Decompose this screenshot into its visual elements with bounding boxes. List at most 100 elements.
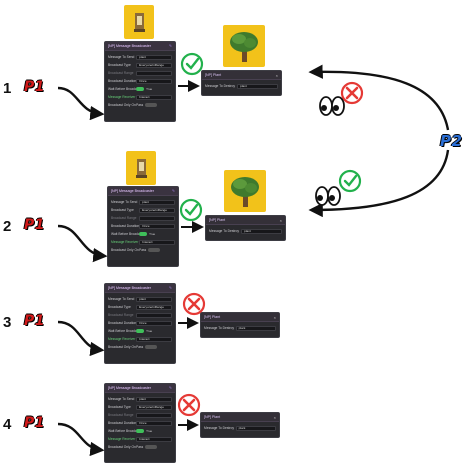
field-label: Broadcast Only On (108, 345, 136, 349)
eyes-icon (315, 186, 341, 206)
step-number-2: 2 (3, 218, 12, 235)
broadcast-range-field[interactable] (136, 312, 172, 318)
field-label: Message Receiver (108, 437, 136, 441)
script-icon[interactable]: ✎ (168, 386, 172, 390)
script-icon[interactable]: ✎ (168, 44, 172, 48)
broadcast-duration-field[interactable]: Once (139, 223, 175, 229)
close-icon[interactable]: × (275, 72, 278, 78)
wait-toggle[interactable] (136, 87, 145, 91)
panel-title: [NP] Plant (209, 218, 226, 222)
panel-header: [NP] Plant× (202, 71, 281, 80)
field-label: Message To Send (111, 200, 138, 204)
destroy-message-field[interactable]: plant (241, 228, 282, 234)
message-field[interactable]: plant (136, 296, 172, 302)
script-icon[interactable]: ✎ (168, 286, 172, 290)
destroy-message-field[interactable]: plant (235, 425, 276, 431)
field-label: Message To Destroy (209, 229, 239, 233)
arrow (57, 86, 105, 121)
field-label: Wait Before Broadcast (108, 87, 137, 91)
broadcast-range-field[interactable] (139, 215, 175, 221)
cross-icon (177, 393, 201, 417)
broadcaster-object-thumbnail (124, 5, 154, 39)
broadcast-range-field[interactable] (136, 70, 172, 76)
message-field[interactable]: plant (136, 396, 172, 402)
player-tag-p1: P1 (24, 79, 46, 95)
toggle-value: True (146, 329, 153, 333)
field-label: Message Receiver (108, 337, 136, 341)
pass-pill[interactable] (145, 445, 158, 449)
field-label: Broadcast Duration (108, 321, 137, 325)
plant-object-thumbnail (223, 25, 265, 67)
wait-toggle[interactable] (136, 429, 145, 433)
panel-header: [NP] Message Broadcaster✎ (105, 384, 175, 393)
field-label: Broadcast Only On (111, 248, 139, 252)
field-label: Broadcast Range (108, 413, 134, 417)
pass-value: Pass (136, 345, 144, 349)
pass-pill[interactable] (145, 345, 158, 349)
pass-value: Pass (139, 248, 147, 252)
field-label: Message To Send (108, 297, 135, 301)
field-label: Broadcast Type (108, 305, 131, 309)
message-field[interactable]: plant (136, 54, 172, 60)
field-label: Message To Destroy (204, 326, 234, 330)
destroy-message-field[interactable]: plant (237, 83, 278, 89)
wait-toggle[interactable] (139, 232, 148, 236)
pass-pill[interactable] (148, 248, 161, 252)
field-label: Broadcast Only On (108, 445, 136, 449)
field-label: Broadcast Range (108, 71, 134, 75)
broadcaster-panel: [NP] Message Broadcaster✎ Message To Sen… (104, 41, 176, 122)
close-icon[interactable]: × (273, 414, 276, 420)
broadcast-duration-field[interactable]: Once (136, 420, 172, 426)
field-label: Broadcast Duration (108, 79, 137, 83)
destroy-message-field[interactable]: plant (235, 325, 276, 331)
message-receiver-field[interactable]: Interact (136, 336, 172, 342)
broadcast-range-field[interactable] (136, 412, 172, 418)
message-field[interactable]: plant (139, 199, 175, 205)
panel-title: [NP] Plant (204, 415, 221, 419)
broadcast-type-field[interactable]: EveryoneInRange (136, 404, 172, 410)
player-tag-p1: P1 (24, 217, 46, 233)
broadcaster-object-thumbnail (126, 151, 156, 185)
broadcaster-panel: [NP] Message Broadcaster✎ Message To Sen… (107, 186, 179, 267)
cross-icon (182, 292, 206, 316)
field-label: Broadcast Range (111, 216, 137, 220)
field-label: Wait Before Broadcast (111, 232, 140, 236)
message-receiver-field[interactable]: Interact (136, 94, 172, 100)
field-label: Broadcast Range (108, 313, 134, 317)
wait-toggle[interactable] (136, 329, 145, 333)
field-label: Broadcast Duration (111, 224, 140, 228)
toggle-value: True (146, 87, 153, 91)
step-number-4: 4 (3, 416, 12, 433)
broadcast-duration-field[interactable]: Once (136, 78, 172, 84)
message-receiver-field[interactable]: Interact (139, 239, 175, 245)
panel-header: [NP] Message Broadcaster✎ (108, 187, 178, 196)
field-label: Wait Before Broadcast (108, 329, 137, 333)
field-label: Message Receiver (111, 240, 139, 244)
panel-title: [NP] Plant (204, 315, 221, 319)
field-label: Broadcast Type (108, 405, 131, 409)
player-tag-p2: P2 (440, 132, 463, 150)
broadcast-type-field[interactable]: EveryoneInRange (139, 207, 175, 213)
eyes-icon (319, 96, 345, 116)
close-icon[interactable]: × (279, 217, 282, 223)
arrow (57, 422, 105, 457)
script-icon[interactable]: ✎ (171, 189, 175, 193)
broadcast-type-field[interactable]: EveryoneInRange (136, 62, 172, 68)
panel-title: [NP] Message Broadcaster (108, 44, 151, 48)
check-icon (180, 52, 204, 76)
check-icon (179, 198, 203, 222)
arrow (308, 64, 450, 131)
close-icon[interactable]: × (273, 314, 276, 320)
arrow (57, 320, 105, 357)
broadcast-duration-field[interactable]: Once (136, 320, 172, 326)
broadcast-type-field[interactable]: EveryoneInRange (136, 304, 172, 310)
panel-title: [NP] Message Broadcaster (108, 286, 151, 290)
field-label: Broadcast Only On (108, 103, 136, 107)
message-receiver-field[interactable]: Interact (136, 436, 172, 442)
pass-pill[interactable] (145, 103, 158, 107)
